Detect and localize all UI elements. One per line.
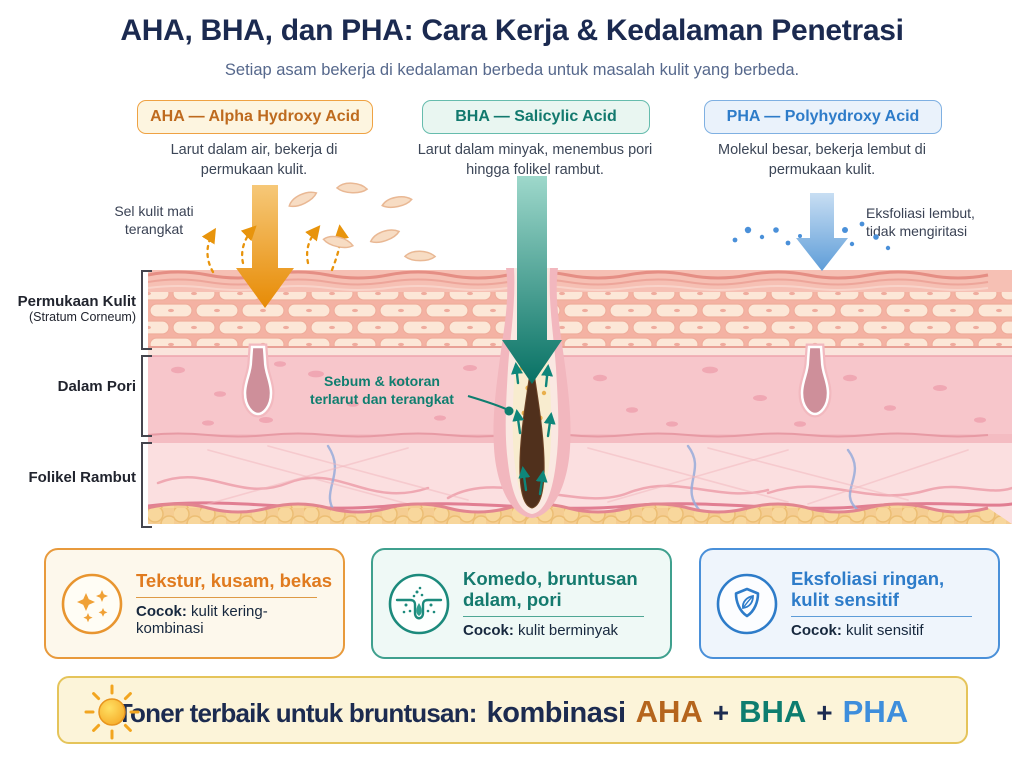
skin-cross-section-illustration xyxy=(148,268,1012,524)
card-title: Eksfoliasi ringan, kulit sensitif xyxy=(791,567,945,610)
card-suitability: Cocok: kulit berminyak xyxy=(463,622,660,639)
page-title: AHA, BHA, dan PHA: Cara Kerja & Kedalama… xyxy=(120,14,904,47)
aha-effect-note: Sel kulit mati terangkat xyxy=(114,203,194,238)
banner-aha: AHA xyxy=(635,694,703,729)
card-title: Tekstur, kusam, bekas xyxy=(136,569,333,591)
card-divider xyxy=(791,616,973,618)
card-suitability: Cocok: kulit sensitif xyxy=(791,622,988,639)
dead-skin-flakes xyxy=(288,182,437,262)
suitability-label: Cocok: xyxy=(791,622,842,640)
card-title: Komedo, bruntusan dalam, pori xyxy=(463,567,638,610)
layer-label-surface-main: Permukaan Kulit xyxy=(17,293,136,310)
banner-combo-word: kombinasi xyxy=(486,697,626,729)
benefit-card-bha: Komedo, bruntusan dalam, pori Cocok: kul… xyxy=(371,548,672,659)
suitability-label: Cocok: xyxy=(136,603,187,621)
suitability-value: kulit berminyak xyxy=(518,622,619,640)
bracket-follicle-layer xyxy=(141,442,152,528)
pha-pill: PHA — Polyhydroxy Acid xyxy=(704,100,942,134)
aha-description: Larut dalam air, bekerja di permukaan ku… xyxy=(170,142,338,178)
layer-label-surface-sub: (Stratum Corneum) xyxy=(29,310,136,324)
card-divider xyxy=(136,597,318,599)
sparkles-icon xyxy=(61,573,123,634)
sun-icon xyxy=(84,684,140,740)
aha-pill: AHA — Alpha Hydroxy Acid xyxy=(137,100,373,134)
suitability-label: Cocok: xyxy=(463,622,514,640)
bha-pill: BHA — Salicylic Acid xyxy=(422,100,650,134)
suitability-value: kulit sensitif xyxy=(846,622,924,640)
banner-plus-1: + xyxy=(712,697,730,728)
pha-arrow xyxy=(796,193,848,271)
pha-effect-note: Eksfoliasi lembut, tidak mengiritasi xyxy=(866,205,975,240)
bracket-pore-layer xyxy=(141,355,152,437)
banner-plus-2: + xyxy=(816,697,833,728)
bha-effect-note: Sebum & kotoran terlarut dan terangkat xyxy=(310,373,454,408)
pore-icon xyxy=(388,573,450,634)
layer-label-follicle-main: Folikel Rambut xyxy=(28,469,136,486)
page-subtitle: Setiap asam bekerja di kedalaman berbeda… xyxy=(224,61,800,79)
card-suitability: Cocok: kulit kering-kombinasi xyxy=(136,603,333,637)
banner-pha: PHA xyxy=(842,694,909,729)
summary-banner: Toner terbaik untuk bruntusan: kombinasi… xyxy=(57,676,968,744)
layer-label-surface: Permukaan Kulit (Stratum Corneum) xyxy=(0,293,136,324)
banner-bha: BHA xyxy=(739,694,807,729)
suitability-value: kulit kering-kombinasi xyxy=(136,603,268,638)
right-pore xyxy=(798,343,832,418)
benefit-card-aha: Tekstur, kusam, bekas Cocok: kulit kerin… xyxy=(44,548,345,659)
left-pore xyxy=(241,343,275,418)
shield-leaf-icon xyxy=(716,573,778,634)
layer-label-pore-main: Dalam Pori xyxy=(57,378,136,395)
card-divider xyxy=(463,616,645,618)
banner-lead-text: Toner terbaik untuk bruntusan: xyxy=(116,698,478,728)
benefit-card-pha: Eksfoliasi ringan, kulit sensitif Cocok:… xyxy=(699,548,1000,659)
pha-description: Molekul besar, bekerja lembut di permuka… xyxy=(718,142,926,178)
layer-label-pore: Dalam Pori xyxy=(0,378,136,395)
bha-description: Larut dalam minyak, menembus pori hingga… xyxy=(417,142,653,178)
layer-label-follicle: Folikel Rambut xyxy=(0,469,136,486)
exfoliation-dashed-arrows xyxy=(201,224,349,274)
bracket-surface-layer xyxy=(141,270,152,350)
